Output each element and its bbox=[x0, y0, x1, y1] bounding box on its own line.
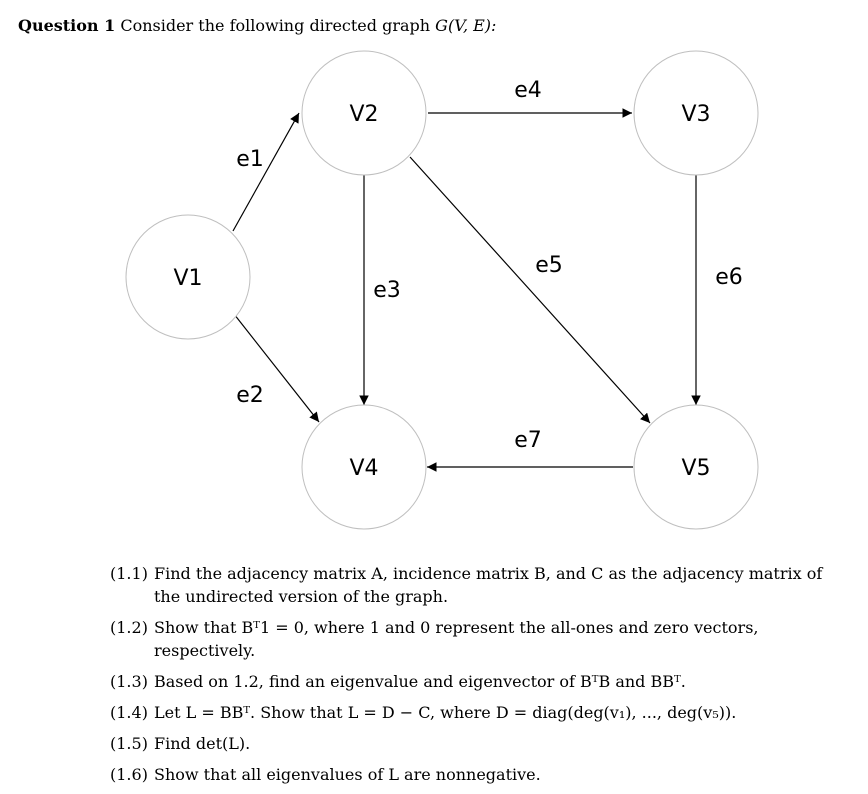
node-v4: V4 bbox=[301, 404, 427, 530]
question-item: (1.3) Based on 1.2, find an eigenvalue a… bbox=[110, 670, 830, 693]
question-item: (1.1) Find the adjacency matrix A, incid… bbox=[110, 562, 830, 608]
question-item: (1.5) Find det(L). bbox=[110, 732, 830, 755]
question-text: Find the adjacency matrix A, incidence m… bbox=[154, 564, 823, 606]
edge-label-e4: e4 bbox=[514, 78, 542, 103]
question-label: Question 1 bbox=[18, 16, 116, 35]
question-list: (1.1) Find the adjacency matrix A, incid… bbox=[110, 562, 830, 794]
node-label-v3: V3 bbox=[681, 102, 710, 127]
question-text: Based on 1.2, find an eigenvalue and eig… bbox=[154, 672, 686, 691]
node-label-v4: V4 bbox=[349, 456, 378, 481]
edge-e5 bbox=[409, 156, 651, 424]
question-number: (1.1) bbox=[110, 564, 148, 583]
node-v2: V2 bbox=[301, 50, 427, 176]
edge-label-e1: e1 bbox=[236, 147, 264, 172]
edge-label-e3: e3 bbox=[373, 278, 401, 303]
node-label-v5: V5 bbox=[681, 456, 710, 481]
edge-label-e6: e6 bbox=[715, 265, 743, 290]
edge-label-e7: e7 bbox=[514, 428, 542, 453]
node-label-v1: V1 bbox=[173, 266, 202, 291]
question-number: (1.6) bbox=[110, 765, 148, 784]
question-number: (1.3) bbox=[110, 672, 148, 691]
edge-e2 bbox=[233, 313, 320, 423]
question-text: Let L = BBᵀ. Show that L = D − C, where … bbox=[154, 703, 737, 722]
question-number: (1.4) bbox=[110, 703, 148, 722]
question-text: Show that Bᵀ1 = 0, where 1 and 0 represe… bbox=[154, 618, 759, 660]
edge-e1 bbox=[232, 112, 300, 232]
edge-label-e5: e5 bbox=[535, 253, 563, 278]
graph-symbol: G(V, E): bbox=[435, 16, 497, 35]
question-item: (1.6) Show that all eigenvalues of L are… bbox=[110, 763, 830, 786]
question-text: Find det(L). bbox=[154, 734, 251, 753]
question-item: (1.4) Let L = BBᵀ. Show that L = D − C, … bbox=[110, 701, 830, 724]
node-v5: V5 bbox=[633, 404, 759, 530]
question-number: (1.2) bbox=[110, 618, 148, 637]
question-item: (1.2) Show that Bᵀ1 = 0, where 1 and 0 r… bbox=[110, 616, 830, 662]
node-v3: V3 bbox=[633, 50, 759, 176]
edge-label-e2: e2 bbox=[236, 383, 264, 408]
node-label-v2: V2 bbox=[349, 102, 378, 127]
node-v1: V1 bbox=[125, 214, 251, 340]
question-text: Show that all eigenvalues of L are nonne… bbox=[154, 765, 541, 784]
question-number: (1.5) bbox=[110, 734, 148, 753]
directed-graph: V1 V2 V3 V4 V5 e1 e2 e3 e4 e5 e6 e7 bbox=[125, 50, 759, 530]
question-intro: Consider the following directed graph bbox=[120, 16, 431, 35]
question-header: Question 1 Consider the following direct… bbox=[18, 16, 496, 35]
